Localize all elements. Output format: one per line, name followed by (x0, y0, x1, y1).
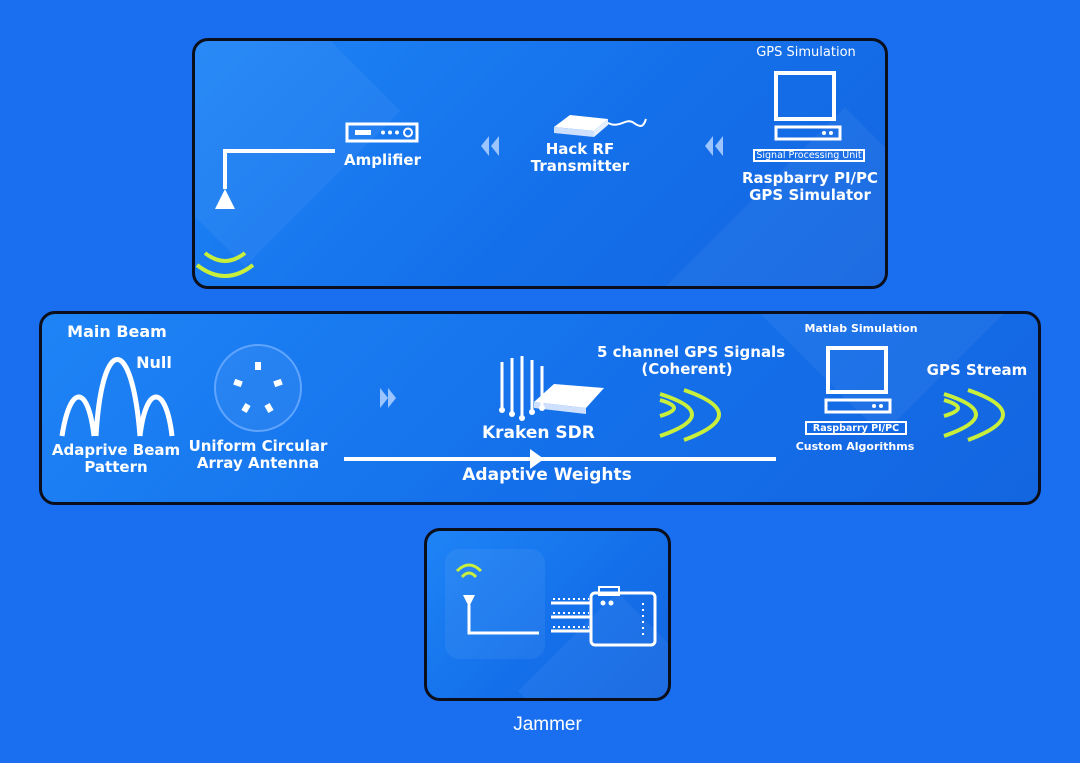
adaptive-weights-arrow (344, 449, 776, 469)
kraken-sdr-label: Kraken SDR (482, 423, 595, 443)
computer-icon (774, 71, 842, 141)
raspberry-pi-label: Raspbarry PI/PC GPS Simulator (735, 169, 885, 205)
jammer-panel (424, 528, 671, 701)
matlab-simulation-label: Matlab Simulation (804, 322, 918, 335)
kraken-sdr-icon (499, 356, 604, 421)
transmit-antenna-icon (195, 149, 335, 278)
channel-signals-label: 5 channel GPS Signals (Coherent) (597, 343, 786, 379)
circular-array-antenna-icon (214, 344, 302, 432)
gps-signal-wave-icon (659, 388, 721, 442)
jammer-antenna-icon (455, 563, 539, 635)
null-label: Null (136, 353, 172, 372)
amplifier-icon (345, 122, 419, 143)
main-beam-label: Main Beam (67, 322, 167, 341)
flow-arrow-icon (705, 136, 723, 156)
gps-stream-wave-icon (943, 388, 1005, 442)
custom-algorithms-label: Custom Algorithms (795, 440, 915, 453)
amplifier-label: Amplifier (344, 151, 421, 169)
hackrf-device-icon (554, 115, 647, 137)
beam-pattern-label-line2: Pattern (84, 458, 148, 477)
raspberry-pi-screen-label: Raspbarry PI/PC (805, 421, 907, 435)
gps-stream-label: GPS Stream (926, 361, 1028, 379)
signal-processing-unit-label: Signal Processing Unit (753, 149, 865, 162)
beam-pattern-icon (59, 357, 175, 437)
flow-arrow-icon (481, 136, 499, 156)
jammer-caption: Jammer (513, 714, 582, 735)
circular-array-label-line2: Array Antenna (196, 454, 320, 473)
adaptive-weights-label: Adaptive Weights (462, 465, 632, 485)
beam-pattern-label: Adaprive Beam Pattern (46, 441, 186, 477)
hackrf-label: Hack RF Transmitter (520, 140, 640, 176)
circular-array-label: Uniform Circular Array Antenna (188, 437, 328, 473)
gps-simulation-label: GPS Simulation (756, 45, 856, 60)
channel-signals-label-line2: (Coherent) (641, 360, 733, 379)
circular-array-label-line1: Uniform Circular (188, 437, 328, 455)
raspberry-pi-label-line1: Raspbarry PI/PC (741, 169, 879, 187)
receiver-panel: Main Beam Null Adaprive Beam Pattern Uni… (39, 311, 1041, 505)
computer-icon (824, 346, 892, 414)
raspberry-pi-label-line2: GPS Simulator (749, 186, 871, 205)
hackrf-label-line2: Transmitter (530, 157, 630, 176)
flow-arrow-icon (380, 388, 396, 408)
channel-signals-label-line1: 5 channel GPS Signals (597, 343, 786, 361)
jamming-device-icon (551, 586, 657, 647)
transmitter-panel: GPS Simulation Signal Processing Unit Ra… (192, 38, 888, 289)
beam-pattern-label-line1: Adaprive Beam (51, 441, 181, 459)
hackrf-label-line1: Hack RF (545, 140, 615, 158)
